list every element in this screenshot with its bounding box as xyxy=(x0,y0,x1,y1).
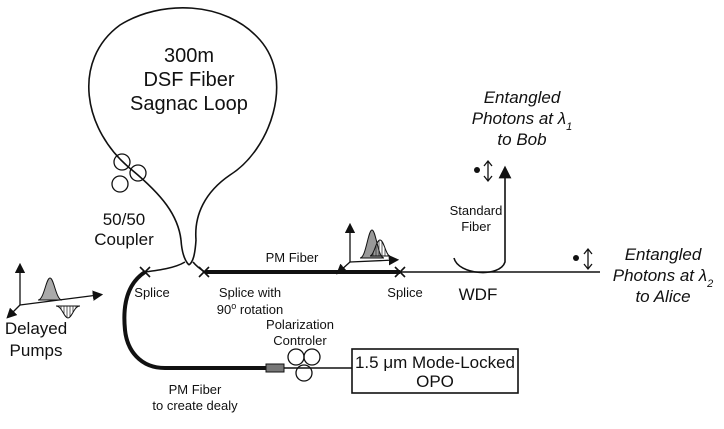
coupler-crossing xyxy=(180,239,197,266)
delayed-pumps-pulse-icon xyxy=(6,262,104,319)
coupler-to-left-splice xyxy=(144,261,186,273)
alice-photon-icon xyxy=(573,247,593,271)
wdf-label: WDF xyxy=(459,285,498,304)
splice-left-label: Splice xyxy=(134,285,169,300)
delayed-pumps-label-line2: Pumps xyxy=(10,341,63,360)
bob-label-line1: Entangled xyxy=(484,88,561,107)
alice-label-line3: to Alice xyxy=(635,287,690,306)
opo-label-line1: 1.5 μm Mode-Locked xyxy=(355,353,515,372)
alice-label-line2: Photons at λ2 xyxy=(613,266,714,290)
wdf-branch xyxy=(453,165,512,274)
polarization-controller-paddles xyxy=(287,348,321,382)
bob-photon-icon xyxy=(474,159,493,183)
loop-polarization-paddles xyxy=(111,153,147,193)
pm-fiber-top-label: PM Fiber xyxy=(266,250,319,265)
bob-label-line2: Photons at λ1 xyxy=(472,109,573,133)
splice-left-mark xyxy=(139,266,151,278)
coupler-label-line2: Coupler xyxy=(94,230,154,249)
polarization-label-line1: Polarization xyxy=(266,317,334,332)
alice-label-line1: Entangled xyxy=(625,245,702,264)
splice-rotation-label-line2: 90o rotation xyxy=(217,301,283,317)
pm-fiber-bottom-label-line2: to create dealy xyxy=(152,398,238,413)
opo-box xyxy=(351,348,519,394)
pm-fiber-bottom-label-line1: PM Fiber xyxy=(169,382,222,397)
delayed-pumps-label-line1: Delayed xyxy=(5,319,67,338)
pm-fiber-delay-line xyxy=(122,270,268,370)
loop-label-line2: DSF Fiber xyxy=(143,69,234,91)
opo-label-line2: OPO xyxy=(416,372,454,391)
coupler-label-line1: 50/50 xyxy=(103,210,146,229)
bob-label-line3: to Bob xyxy=(497,130,546,149)
pm-fiber-pulse-icon xyxy=(336,222,400,275)
sagnac-loop xyxy=(88,7,278,241)
splice-right-label: Splice xyxy=(387,285,422,300)
fiber-connector xyxy=(265,363,285,373)
loop-label-line3: Sagnac Loop xyxy=(130,93,248,115)
splice-right-mark xyxy=(394,266,406,278)
splice-rotation-mark xyxy=(198,266,210,278)
splice-rotation-label: Splice with xyxy=(219,285,281,300)
standard-fiber-label-line1: Standard xyxy=(450,203,503,218)
loop-label-line1: 300m xyxy=(164,45,214,67)
standard-fiber-label-line2: Fiber xyxy=(461,219,491,234)
polarization-label-line2: Controler xyxy=(273,333,327,348)
